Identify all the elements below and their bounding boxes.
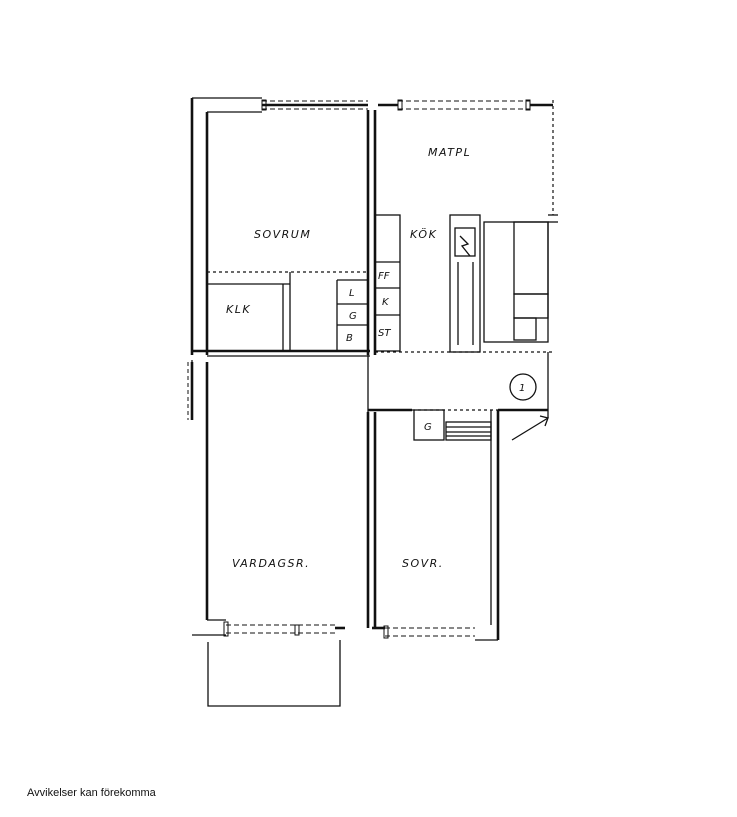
fixture-label-st: ST: [378, 328, 391, 339]
room-label-sovr: SOVR.: [402, 557, 444, 570]
disclaimer-text: Avvikelser kan förekomma: [27, 787, 156, 799]
stove-symbol: [459, 235, 471, 257]
fixture-label-l: L: [349, 288, 355, 299]
windows: [187, 99, 531, 639]
fixture-label-g-wardrobe: G: [349, 311, 357, 322]
fixture-labels: FF K ST L G B G: [346, 271, 432, 433]
interior-walls: [192, 110, 558, 628]
fixture-label-ff: FF: [378, 271, 390, 282]
svg-text:1: 1: [519, 383, 525, 394]
outer-walls: [190, 97, 554, 707]
room-label-sovrum: SOVRUM: [254, 228, 311, 241]
fixture-label-g-hall: G: [424, 422, 432, 433]
entrance-marker: 1: [509, 373, 537, 401]
fixture-label-b: B: [346, 333, 353, 344]
room-labels: SOVRUM MATPL KÖK KLK VARDAGSR. SOVR.: [226, 146, 471, 570]
room-label-matpl: MATPL: [428, 146, 471, 159]
room-label-vardagsrum: VARDAGSR.: [232, 557, 310, 570]
room-label-kok: KÖK: [410, 228, 437, 241]
fixture-label-k: K: [382, 297, 390, 308]
room-label-klk: KLK: [226, 303, 251, 316]
